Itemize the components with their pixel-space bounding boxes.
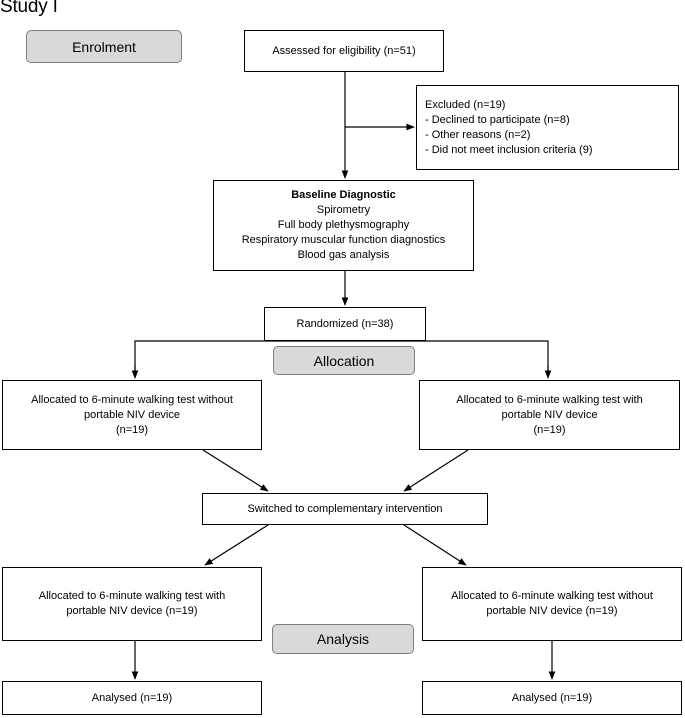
second-left-line: portable NIV device (n=19) bbox=[66, 605, 198, 617]
baseline-item: Respiratory muscular function diagnostic… bbox=[241, 234, 446, 246]
arrow-alloc-right-to-switch bbox=[403, 449, 469, 492]
figure-title: Study I bbox=[0, 0, 58, 17]
alloc-right-line: (n=19) bbox=[533, 423, 566, 436]
analysed-left-text: Analysed (n=19) bbox=[91, 691, 173, 704]
randomized-box: Randomized (n=38) bbox=[264, 307, 426, 341]
second-left-line: Allocated to 6-minute walking test with bbox=[38, 590, 226, 602]
analysed-left-box: Analysed (n=19) bbox=[2, 681, 262, 715]
excluded-item: - Did not meet inclusion criteria (9) bbox=[425, 143, 593, 156]
baseline-item: Full body plethysmography bbox=[277, 219, 410, 231]
alloc-left-line: (n=19) bbox=[115, 423, 149, 436]
second-right-line: portable NIV device (n=19) bbox=[486, 605, 618, 617]
excluded-item: - Other reasons (n=2) bbox=[425, 128, 531, 141]
assessed-box: Assessed for eligibility (n=51) bbox=[244, 30, 444, 72]
baseline-box: Baseline Diagnostic Spirometry Full body… bbox=[213, 180, 474, 271]
second-right-line: Allocated to 6-minute walking test witho… bbox=[451, 590, 653, 602]
arrow-switch-to-second-right bbox=[403, 524, 467, 566]
arrow-alloc-left-to-switch bbox=[202, 449, 269, 492]
baseline-item: Spirometry bbox=[316, 204, 371, 216]
alloc-right-line: portable NIV device bbox=[501, 408, 598, 421]
connector-randomized-split bbox=[134, 340, 549, 375]
arrow-switch-to-second-left bbox=[204, 524, 269, 566]
second-right-box: Allocated to 6-minute walking test witho… bbox=[422, 567, 682, 641]
baseline-item: Blood gas analysis bbox=[297, 249, 390, 261]
randomized-text: Randomized (n=38) bbox=[296, 317, 394, 330]
stage-analysis: Analysis bbox=[272, 624, 414, 654]
second-left-box: Allocated to 6-minute walking test with … bbox=[2, 567, 262, 641]
alloc-left-box: Allocated to 6-minute walking test witho… bbox=[2, 380, 262, 450]
analysed-right-text: Analysed (n=19) bbox=[511, 691, 593, 704]
alloc-left-line: portable NIV device bbox=[84, 408, 180, 421]
analysed-right-box: Analysed (n=19) bbox=[422, 681, 682, 715]
switched-text: Switched to complementary intervention bbox=[247, 502, 443, 515]
stage-allocation: Allocation bbox=[273, 346, 415, 375]
stage-enrolment: Enrolment bbox=[26, 30, 182, 63]
excluded-box: Excluded (n=19) - Declined to participat… bbox=[416, 85, 679, 170]
alloc-right-line: Allocated to 6-minute walking test with bbox=[456, 393, 643, 406]
alloc-right-box: Allocated to 6-minute walking test with … bbox=[419, 380, 680, 450]
excluded-title: Excluded (n=19) bbox=[425, 98, 506, 111]
alloc-left-line: Allocated to 6-minute walking test witho… bbox=[31, 393, 233, 406]
baseline-title: Baseline Diagnostic bbox=[291, 189, 396, 201]
assessed-text: Assessed for eligibility (n=51) bbox=[272, 44, 416, 57]
switched-box: Switched to complementary intervention bbox=[202, 493, 488, 525]
excluded-item: - Declined to participate (n=8) bbox=[425, 113, 570, 126]
